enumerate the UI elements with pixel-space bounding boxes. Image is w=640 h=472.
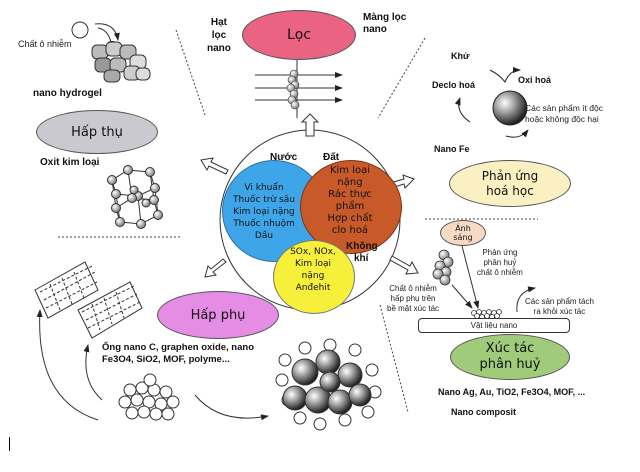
- air-label-1: Không: [346, 241, 378, 252]
- nanotube-sheets: [34, 261, 143, 339]
- dechlorinate-label: Declo hoá: [432, 80, 476, 90]
- water-items: Vi khuẩn Thuốc trừ sâu Kim loại nặng Thu…: [222, 182, 306, 242]
- absorption-title: Hấp thụ: [71, 124, 123, 140]
- adsorption-materials: Ống nano C, graphen oxide, nano Fe3O4, S…: [102, 342, 254, 366]
- label-line: lọc: [211, 30, 227, 41]
- air-item: Anđehit: [295, 283, 331, 293]
- soil-item: clo hoá: [331, 225, 369, 236]
- air-item: nặng: [301, 271, 325, 281]
- label-line: nano: [363, 24, 387, 35]
- soil-item: nặng: [337, 177, 363, 188]
- nanoparticle-aggregate: [275, 338, 382, 431]
- light-label: Ánh: [455, 224, 471, 233]
- reaction-title-1: Phản ứng: [481, 168, 539, 183]
- arrow-down-right: [389, 255, 419, 275]
- text-cursor: [9, 437, 10, 451]
- reaction-ellipse: Phản ứng hoá học: [449, 160, 571, 207]
- pollutant-label: Chất ô nhiễm: [18, 39, 72, 49]
- catalysis-ellipse: Xúc tác phân huỷ: [450, 334, 570, 380]
- water-item: Kim loại nặng: [233, 207, 295, 217]
- filter-particles: [286, 69, 300, 110]
- water-item: Thuốc trừ sâu: [233, 195, 295, 205]
- label-line: Các sản phẩm ít độc: [525, 103, 603, 113]
- materials-line: Ống nano C, graphen oxide, nano: [102, 342, 255, 353]
- catalysis-title-1: Xúc tác: [485, 341, 535, 356]
- filter-membrane-label: Màng lọc nano: [363, 12, 406, 36]
- reaction-title-2: hoá học: [486, 183, 534, 198]
- filter-particles-label: Hạt lọc nano: [207, 16, 231, 55]
- label-line: hấp phụ trên: [390, 294, 436, 303]
- water-item: Vi khuẩn: [244, 183, 284, 193]
- hydrogel-illustration: [71, 21, 151, 83]
- metal-oxide-label: Oxit kim loại: [40, 157, 100, 168]
- catalysis-title-2: phân huỷ: [479, 357, 541, 372]
- reduce-label: Khử: [451, 51, 470, 61]
- nano-fe-sphere: [492, 90, 528, 126]
- soil-items: Kim loại nặng Rác thực phẩm Hợp chất clo…: [315, 165, 385, 237]
- label-line: bề mặt xúc tác: [387, 304, 440, 313]
- adsorption-title: Hấp phụ: [190, 307, 246, 323]
- soil-item: Kim loại: [329, 165, 371, 176]
- catalysis-examples: Nano Ag, Au, TiO2, Fe3O4, MOF, ...: [438, 387, 586, 397]
- label-line: Màng lọc: [363, 12, 407, 23]
- materials-line: Fe3O4, SiO2, MOF, polyme...: [102, 354, 230, 365]
- light-label: sáng: [453, 233, 473, 242]
- air-items: SOx, NOx, Kim loại nặng Anđehit: [278, 246, 348, 294]
- pollutant-cluster: [432, 249, 454, 286]
- label-line: hoặc không độc hại: [525, 114, 599, 124]
- soil-item: Rác thực: [328, 189, 372, 200]
- label-line: Hạt: [210, 17, 227, 28]
- arrow-up: [300, 113, 320, 137]
- filter-ellipse: Lọc: [242, 10, 356, 60]
- water-item: Thuốc nhuộm: [233, 219, 295, 229]
- decompose-label: Phản ứng phân huỷ chất ô nhiễm: [477, 248, 523, 278]
- water-item: Dầu: [254, 231, 274, 241]
- reaction-products-label: Các sản phẩm ít độc hoặc không độc hại: [525, 103, 603, 125]
- label-line: nano: [207, 43, 231, 54]
- oxidize-label: Oxi hoá: [518, 75, 552, 85]
- soil-item: Hợp chất: [327, 213, 373, 224]
- catalysis-products-label: Các sản phẩm tách ra khỏi xúc tác: [525, 297, 594, 317]
- air-item: SOx, NOx,: [290, 247, 336, 257]
- nano-fe-label: Nano Fe: [434, 144, 470, 154]
- air-label-2: khí: [354, 253, 369, 264]
- small-particle-cluster: [118, 373, 180, 421]
- label-line: Phản ứng: [482, 248, 518, 257]
- soil-item: phẩm: [335, 201, 365, 212]
- label-line: chất ô nhiễm: [477, 268, 523, 277]
- nano-composite-label: Nano composit: [451, 407, 517, 417]
- hydrogel-label: nano hydrogel: [33, 88, 102, 99]
- adsorption-ellipse: Hấp phụ: [157, 291, 279, 339]
- divider-top-right: [377, 37, 426, 119]
- soil-circle: [300, 160, 402, 254]
- air-item: Kim loại: [294, 259, 332, 269]
- absorption-ellipse: Hấp thụ: [36, 110, 158, 154]
- air-circle: [273, 240, 355, 314]
- metal-oxide-lattice: [107, 165, 163, 229]
- light-ellipse: Ánh sáng: [440, 220, 486, 246]
- adsorbed-label: Chất ô nhiễm hấp phụ trên bề mặt xúc tác: [387, 284, 439, 314]
- soil-label: Đất: [323, 152, 340, 163]
- label-line: ra khỏi xúc tác: [533, 307, 586, 316]
- label-line: Chất ô nhiễm: [389, 284, 437, 293]
- nano-material-label: Vật liệu nano: [470, 321, 518, 330]
- arrow-down-left: [204, 258, 227, 278]
- water-label: Nước: [270, 152, 298, 163]
- divider-bottom-right: [379, 304, 409, 413]
- arrow-up-left: [200, 157, 229, 175]
- label-line: phân huỷ: [483, 258, 517, 267]
- nano-material-bar: Vật liệu nano: [418, 318, 570, 333]
- filter-title: Lọc: [286, 27, 312, 43]
- divider-top-left: [175, 29, 206, 116]
- label-line: Các sản phẩm tách: [525, 297, 594, 306]
